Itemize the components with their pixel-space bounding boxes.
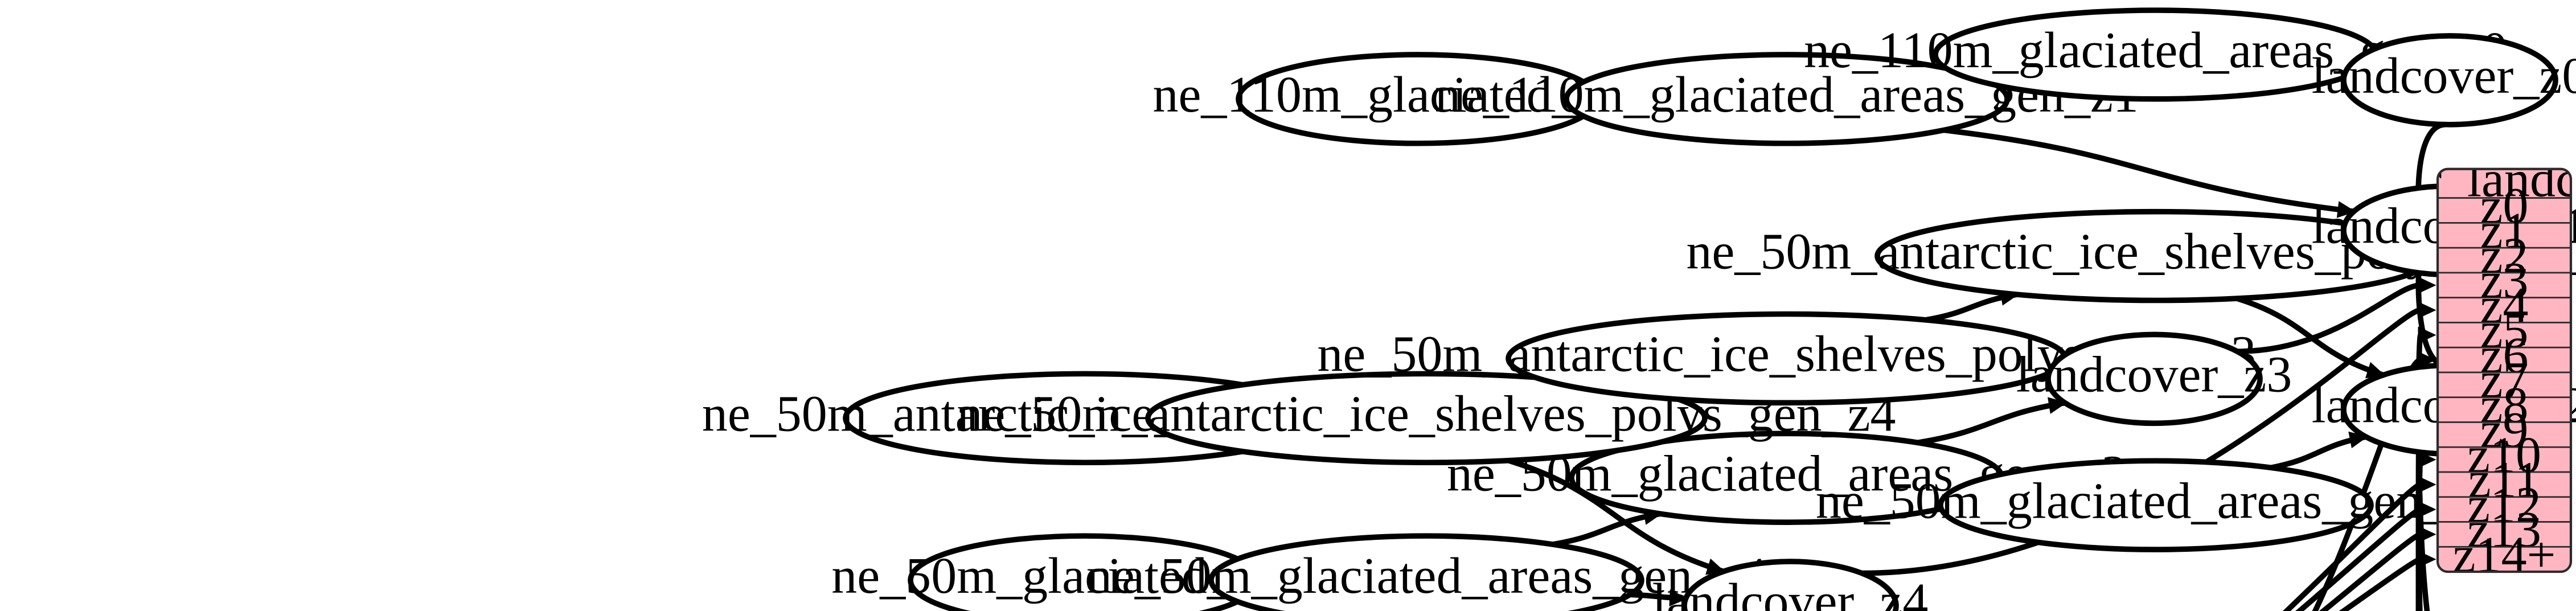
- edge-arrowhead: [2418, 276, 2436, 294]
- graph-node-landcover_z0[interactable]: landcover_z0: [2312, 33, 2576, 128]
- table-row-z7[interactable]: [2438, 371, 2571, 399]
- graph-node-landcover_z4[interactable]: landcover_z4: [1652, 559, 1929, 611]
- edge-arrowhead: [2418, 551, 2436, 568]
- edge-arrowhead: [2418, 526, 2436, 543]
- node-label: landcover_z0: [2312, 48, 2576, 104]
- graph-edge: [1917, 400, 2066, 446]
- graph-node-ne_50m_glaciated_areas_gen_z2[interactable]: ne_50m_glaciated_areas_gen_z2: [1816, 458, 2496, 552]
- node-ellipse: [1145, 371, 1708, 466]
- table-outline: [2436, 167, 2573, 573]
- nodes-layer: imposm3osm_landcover_polygonsimplify_vw_…: [702, 7, 2576, 611]
- table-row-label: z14+: [2453, 527, 2556, 583]
- edge-arrowhead: [2418, 475, 2436, 493]
- node-ellipse: [1681, 559, 1899, 611]
- node-ellipse: [1564, 52, 2010, 146]
- node-label: ne_50m_glaciated_areas_gen_z2: [1816, 473, 2496, 529]
- edge-arrowhead: [2418, 351, 2436, 369]
- edge-arrowhead: [2418, 301, 2436, 319]
- edge-arrowhead: [2418, 326, 2436, 344]
- graph-node-ne_50m_glaciated_areas_gen_z4[interactable]: ne_50m_glaciated_areas_gen_z4: [1086, 533, 1766, 611]
- node-label: landcover_z4: [1652, 573, 1929, 611]
- graph-node-landcover_z3[interactable]: landcover_z3: [2016, 331, 2292, 427]
- table-row-z11[interactable]: [2438, 471, 2571, 498]
- node-ellipse: [2045, 331, 2263, 427]
- graph-edge: [1552, 511, 1661, 547]
- edge-arrowhead: [1669, 589, 1688, 606]
- graph-node-ne_110m_glaciated_areas_gen_z1[interactable]: ne_110m_glaciated_areas_gen_z1: [1435, 52, 2139, 146]
- edge-arrowhead: [2336, 201, 2356, 218]
- graph-node-ne_110m_glaciated_areas_gen_z0[interactable]: ne_110m_glaciated_areas_gen_z0: [1804, 7, 2508, 102]
- graph-edge: [1507, 458, 1725, 575]
- graph-edge-to-table: [2237, 282, 2421, 354]
- graph-edge-to-table: [1861, 307, 2421, 576]
- graph-edge-to-table: [2282, 482, 2422, 611]
- layer-landcover-table[interactable]: layer_landcoverz0z1z2z3z4z5z6z7z8z9z10z1…: [2339, 151, 2576, 583]
- node-label: landcover_z3: [2016, 347, 2292, 403]
- table-row-z8[interactable]: [2438, 396, 2571, 423]
- edge-arrowhead: [2418, 451, 2436, 469]
- table-row-z1[interactable]: [2438, 222, 2571, 249]
- graph-edge: [1943, 127, 2355, 215]
- node-ellipse: [1938, 458, 2374, 552]
- graph-edge-to-table: [2319, 531, 2422, 611]
- table-row-z13[interactable]: [2438, 521, 2571, 548]
- node-ellipse: [1208, 533, 1644, 611]
- table-row-z2[interactable]: [2438, 247, 2571, 274]
- node-label: ne_50m_glaciated_areas_gen_z4: [1086, 548, 1766, 604]
- edge-arrowhead: [2418, 501, 2436, 518]
- graph-edge-to-table: [2295, 506, 2422, 611]
- node-ellipse: [2341, 33, 2558, 128]
